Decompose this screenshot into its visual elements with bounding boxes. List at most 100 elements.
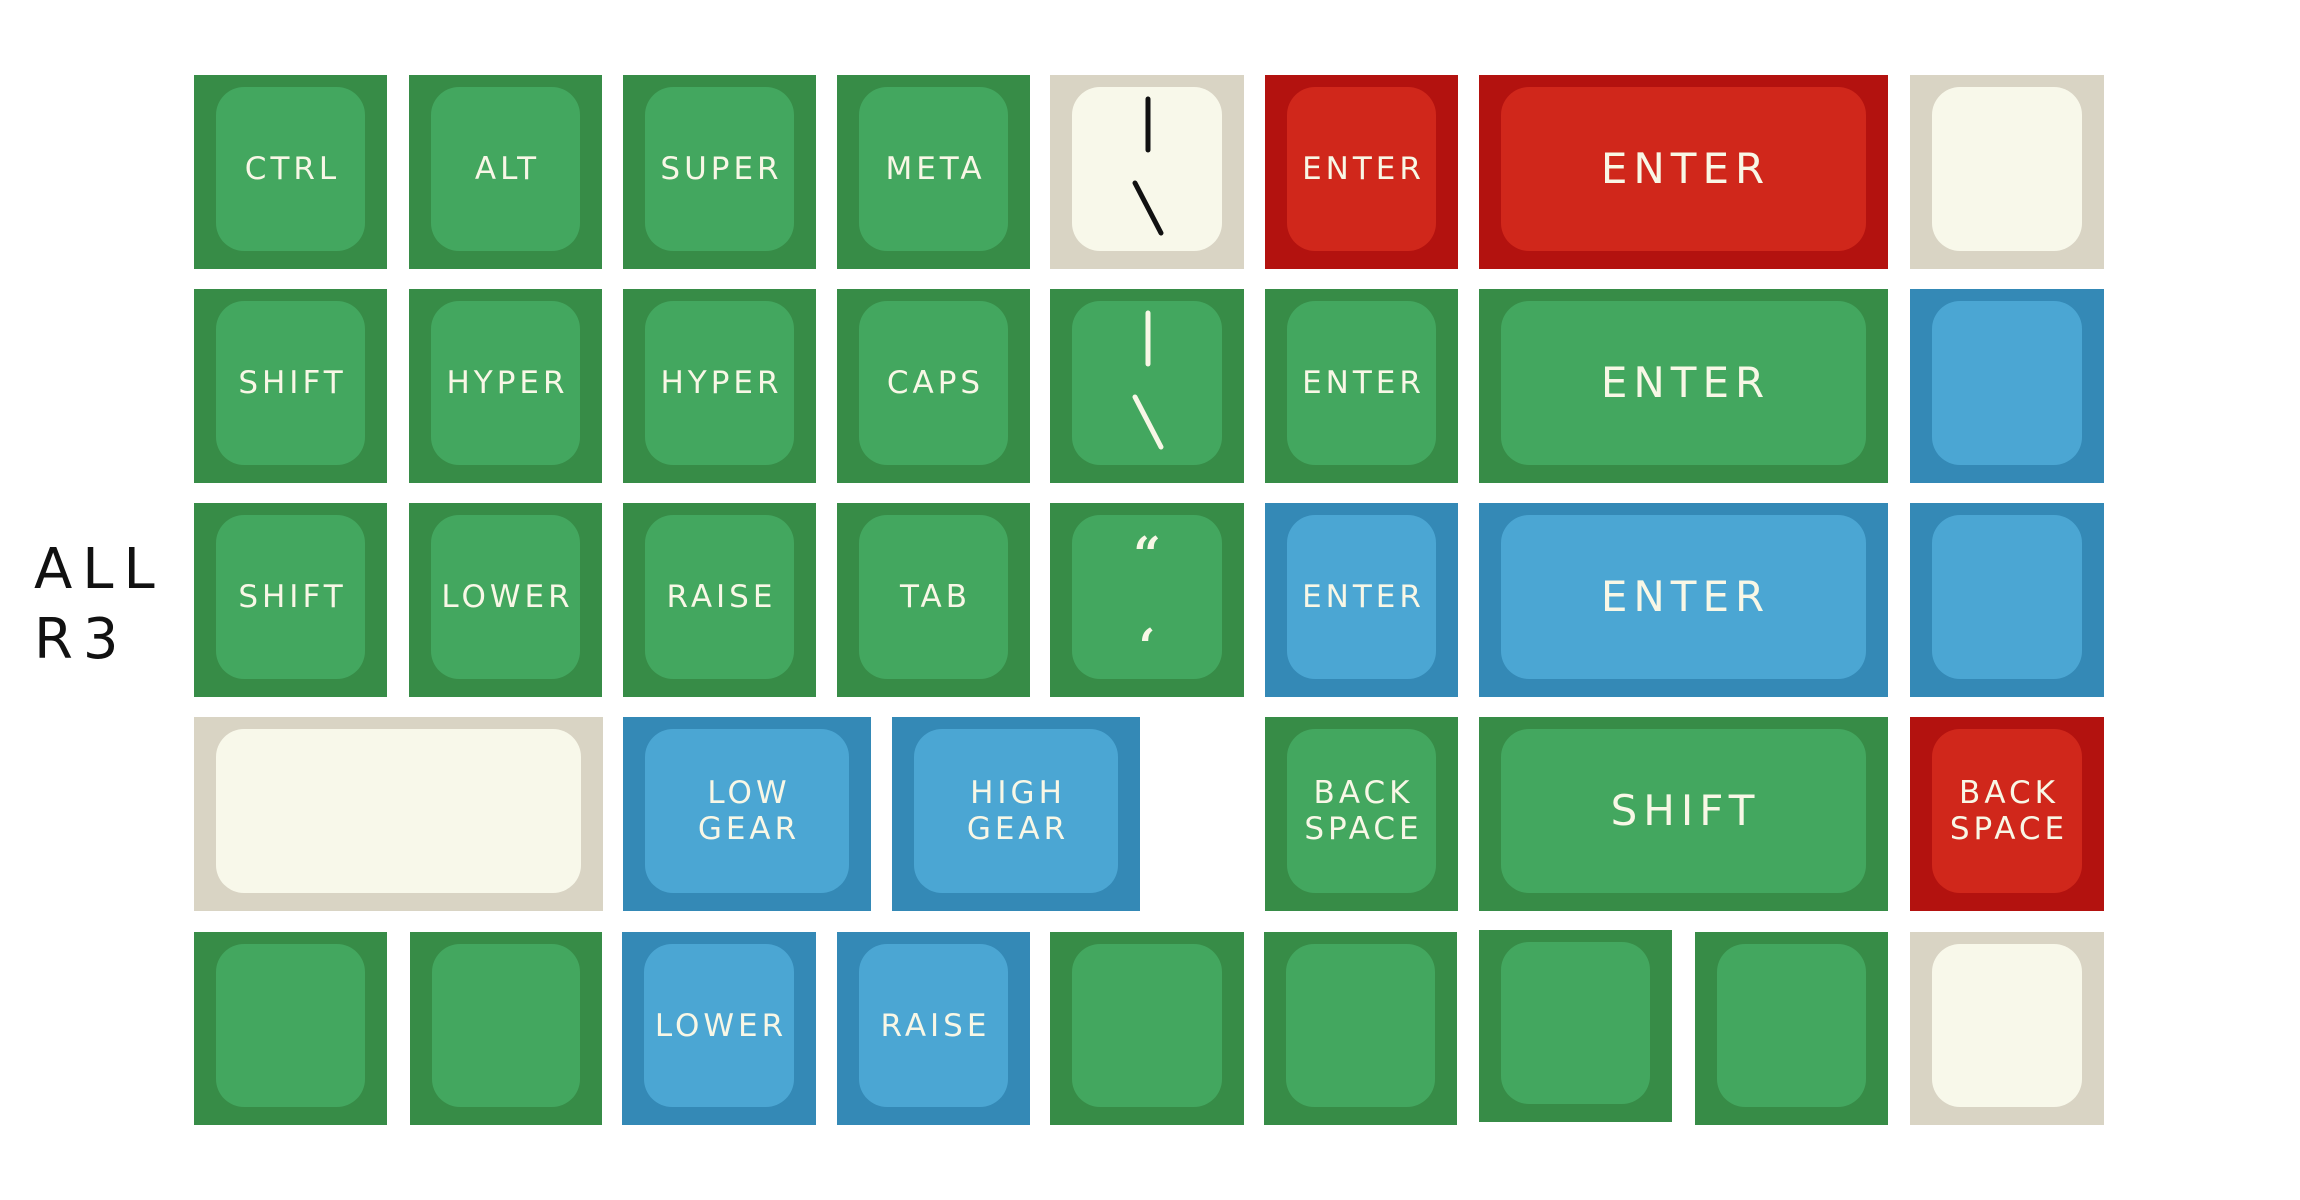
- keycap: [1501, 301, 1866, 465]
- key-blank-blue[interactable]: [1910, 503, 2104, 697]
- key-legend: META: [885, 151, 986, 187]
- key-legend-line1: BACK: [1959, 775, 2059, 811]
- key-enter-red[interactable]: ENTER: [1265, 75, 1458, 269]
- keycap: [1287, 301, 1436, 465]
- key-legend: TAB: [899, 579, 971, 615]
- key-quote[interactable]: “ ‘: [1050, 503, 1244, 697]
- key-legend: SHIFT: [238, 365, 347, 401]
- key-legend: SHIFT: [1610, 786, 1761, 835]
- key-legend-line1: BACK: [1313, 775, 1414, 811]
- key-super[interactable]: SUPER: [623, 75, 816, 269]
- keycap: [1287, 729, 1436, 893]
- key-legend-line2: SPACE: [1304, 811, 1423, 847]
- key-raise-blue[interactable]: RAISE: [837, 932, 1030, 1125]
- key-legend-line1: LOW: [707, 775, 791, 811]
- keycap: [216, 515, 365, 679]
- key-high-gear[interactable]: HIGH GEAR: [892, 717, 1140, 911]
- key-raise[interactable]: RAISE: [623, 503, 816, 697]
- keycap: [1932, 515, 2082, 679]
- keycap: [1501, 729, 1866, 893]
- keycap: [859, 944, 1008, 1107]
- key-blank-green[interactable]: [1050, 932, 1244, 1125]
- keycap: [216, 729, 581, 893]
- keycap: [431, 301, 580, 465]
- key-enter-green-wide[interactable]: ENTER: [1479, 289, 1888, 483]
- keycap: [914, 729, 1118, 893]
- keycap: [859, 301, 1008, 465]
- key-legend: LOWER: [654, 1007, 788, 1044]
- key-legend: LOWER: [441, 579, 574, 615]
- key-low-gear[interactable]: LOW GEAR: [623, 717, 871, 911]
- keycap: [1072, 515, 1222, 679]
- key-legend: ENTER: [1600, 144, 1771, 193]
- key-legend-line2: GEAR: [966, 811, 1070, 847]
- key-blank-green[interactable]: [1695, 932, 1888, 1125]
- keycap: [1501, 87, 1866, 251]
- key-legend: SHIFT: [238, 579, 347, 615]
- key-blank-green[interactable]: [1264, 932, 1457, 1125]
- keycap: [1286, 944, 1435, 1107]
- key-backspace-green[interactable]: BACK SPACE: [1265, 717, 1458, 911]
- keycap: [431, 515, 580, 679]
- keycap: [859, 87, 1008, 251]
- key-legend: ENTER: [1302, 365, 1425, 401]
- single-quote-glyph: ‘: [1138, 619, 1156, 675]
- key-enter-red-wide[interactable]: ENTER: [1479, 75, 1888, 269]
- key-pipe-backslash[interactable]: [1050, 289, 1244, 483]
- key-enter-blue-wide[interactable]: ENTER: [1479, 503, 1888, 697]
- key-legend-line2: SPACE: [1949, 811, 2069, 847]
- keycap: [644, 944, 794, 1107]
- pipe-backslash-icon: [1132, 96, 1164, 236]
- key-pipe-backslash[interactable]: [1050, 75, 1244, 269]
- key-shift-wide[interactable]: SHIFT: [1479, 717, 1888, 911]
- key-legend: HYPER: [660, 365, 783, 401]
- key-enter-green[interactable]: ENTER: [1265, 289, 1458, 483]
- key-shift[interactable]: SHIFT: [194, 289, 387, 483]
- keycap: [1932, 87, 2082, 251]
- row-label-line1: ALL: [34, 537, 165, 602]
- keycap: [645, 729, 849, 893]
- keycap: [216, 87, 365, 251]
- key-legend: ENTER: [1600, 572, 1771, 621]
- key-hyper[interactable]: HYPER: [623, 289, 816, 483]
- key-enter-blue[interactable]: ENTER: [1265, 503, 1458, 697]
- key-meta[interactable]: META: [837, 75, 1030, 269]
- key-blank-cream[interactable]: [1910, 932, 2104, 1125]
- key-backspace-red[interactable]: BACK SPACE: [1910, 717, 2104, 911]
- keycap: [1287, 87, 1436, 251]
- key-blank-green[interactable]: [410, 932, 602, 1125]
- keycap: [1072, 944, 1222, 1107]
- key-legend: RAISE: [880, 1007, 991, 1044]
- keycap: [645, 515, 794, 679]
- key-blank-cream[interactable]: [1910, 75, 2104, 269]
- key-lower-blue[interactable]: LOWER: [622, 932, 816, 1125]
- key-lower[interactable]: LOWER: [409, 503, 602, 697]
- key-alt[interactable]: ALT: [409, 75, 602, 269]
- keycap: [432, 944, 580, 1107]
- keycap: [1932, 729, 2082, 893]
- keycap: [216, 944, 365, 1107]
- key-legend: ENTER: [1302, 579, 1425, 615]
- key-legend-line1: HIGH: [970, 775, 1066, 811]
- key-blank-green[interactable]: [194, 932, 387, 1125]
- keycap: [1501, 942, 1650, 1104]
- key-blank-cream-wide[interactable]: [194, 717, 603, 911]
- double-quote-glyph: “: [1133, 527, 1161, 583]
- keycap: [1932, 301, 2082, 465]
- keycap: [431, 87, 580, 251]
- key-tab[interactable]: TAB: [837, 503, 1030, 697]
- key-legend: CAPS: [886, 365, 985, 401]
- key-legend: RAISE: [666, 579, 777, 615]
- pipe-backslash-icon: [1132, 310, 1164, 450]
- keycap: [216, 301, 365, 465]
- keycap: [1717, 944, 1866, 1107]
- key-shift[interactable]: SHIFT: [194, 503, 387, 697]
- key-blank-blue[interactable]: [1910, 289, 2104, 483]
- key-legend: HYPER: [446, 365, 569, 401]
- key-ctrl[interactable]: CTRL: [194, 75, 387, 269]
- row-label-line2: R3: [34, 607, 129, 672]
- key-caps[interactable]: CAPS: [837, 289, 1030, 483]
- key-hyper[interactable]: HYPER: [409, 289, 602, 483]
- keycap: [1287, 515, 1436, 679]
- key-blank-green[interactable]: [1479, 930, 1672, 1122]
